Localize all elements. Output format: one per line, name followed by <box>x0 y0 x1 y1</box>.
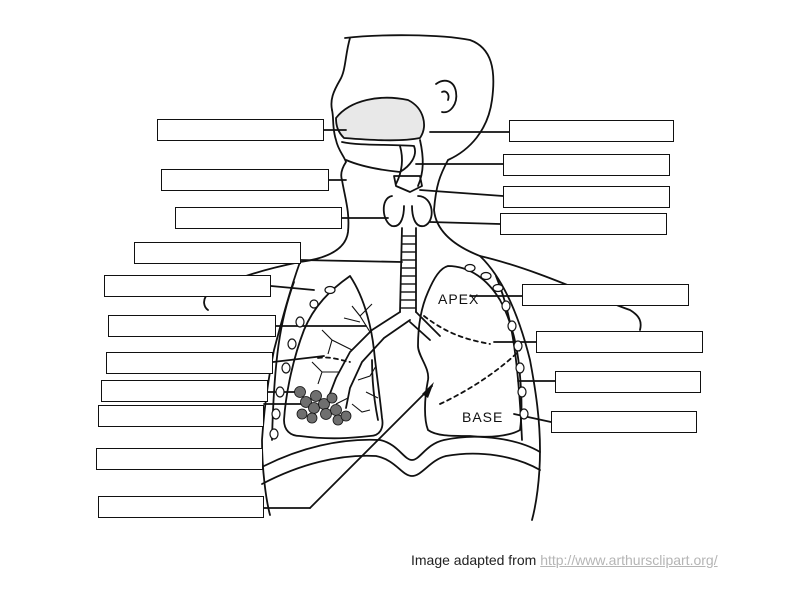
base-label: BASE <box>462 409 503 425</box>
left-lung-cavity <box>371 359 379 421</box>
left-bronchus-inner <box>345 319 411 409</box>
dashed-line <box>439 349 521 405</box>
arrowhead <box>422 382 434 398</box>
label-box-left-1[interactable] <box>157 119 324 141</box>
trachea-left-wall <box>399 227 403 313</box>
label-box-right-2[interactable] <box>503 154 670 176</box>
rib-section <box>464 263 476 273</box>
label-box-left-9[interactable] <box>98 405 264 427</box>
rib-section <box>519 408 529 420</box>
alveoli <box>294 386 352 426</box>
pointer <box>419 189 504 197</box>
rib-section <box>309 299 319 309</box>
pointer <box>270 285 315 291</box>
label-box-left-5[interactable] <box>104 275 271 297</box>
pointer <box>429 221 501 225</box>
label-box-right-4[interactable] <box>500 213 667 235</box>
rib-section <box>324 285 336 295</box>
pointer <box>272 355 325 363</box>
credit-prefix: Image adapted from <box>411 552 541 568</box>
oral-cavity <box>341 141 416 173</box>
rib-section <box>517 386 527 398</box>
ear <box>435 79 458 114</box>
pointer <box>309 385 433 509</box>
nasal-cavity <box>335 96 425 142</box>
neck-front <box>299 179 350 263</box>
bronchioles <box>311 303 379 413</box>
face-profile <box>331 109 347 181</box>
rib-section <box>515 362 525 374</box>
rib-section <box>513 340 523 352</box>
left-lung <box>283 275 384 440</box>
rib-section <box>501 300 511 312</box>
rib-section <box>295 316 305 328</box>
label-box-left-7[interactable] <box>106 352 273 374</box>
apex-label: APEX <box>438 291 479 307</box>
larynx <box>393 175 423 193</box>
dashed-line <box>423 315 491 345</box>
thoracic-wall-right <box>479 255 541 521</box>
label-box-left-8[interactable] <box>101 380 268 402</box>
rib-section <box>492 283 504 293</box>
label-box-right-6[interactable] <box>536 331 703 353</box>
rib-section <box>507 320 517 332</box>
rib-section <box>281 362 291 374</box>
label-box-right-1[interactable] <box>509 120 674 142</box>
label-box-left-4[interactable] <box>134 242 301 264</box>
rib-section <box>269 428 279 440</box>
rib-section <box>275 386 285 398</box>
diaphragm-upper <box>263 435 541 467</box>
label-box-left-3[interactable] <box>175 207 342 229</box>
rib-section <box>271 408 281 420</box>
pointer <box>300 259 403 263</box>
left-bronchus <box>325 311 401 405</box>
thyroid <box>382 195 433 227</box>
diaphragm-lower <box>261 452 541 485</box>
rib-section <box>480 271 492 281</box>
label-box-left-10[interactable] <box>96 448 263 470</box>
label-box-right-8[interactable] <box>551 411 697 433</box>
label-box-right-7[interactable] <box>555 371 701 393</box>
rib-section <box>287 338 297 350</box>
image-credit: Image adapted from http://www.arthurscli… <box>411 552 718 568</box>
label-box-right-5[interactable] <box>522 284 689 306</box>
credit-link[interactable]: http://www.arthursclipart.org/ <box>540 552 718 568</box>
label-box-left-6[interactable] <box>108 315 276 337</box>
label-box-left-2[interactable] <box>161 169 329 191</box>
label-box-left-11[interactable] <box>98 496 264 518</box>
label-box-right-3[interactable] <box>503 186 670 208</box>
right-bronchus-inner <box>409 321 431 341</box>
dashed-line <box>317 356 351 363</box>
